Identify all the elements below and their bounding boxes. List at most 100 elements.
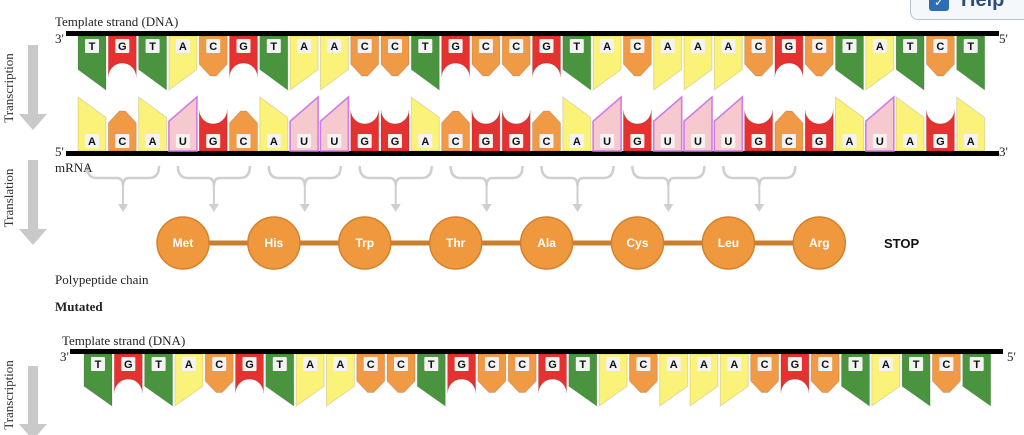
mrna-letter-tile bbox=[388, 134, 402, 148]
mutated-dna-base-letter: C bbox=[367, 359, 375, 371]
mrna-base-letter: A bbox=[846, 136, 854, 148]
mutated-template-strand-label: Template strand (DNA) bbox=[62, 333, 186, 348]
mutated-dna-letter-tile bbox=[333, 357, 348, 371]
mrna-base-letter: U bbox=[724, 136, 732, 148]
mutated-dna-letter-tile bbox=[545, 357, 560, 371]
mrna-base-letter: G bbox=[754, 136, 763, 148]
dna-letter-tile bbox=[569, 39, 584, 53]
amino-acid-Cys bbox=[610, 216, 665, 270]
dna-letter-tile bbox=[963, 39, 978, 53]
codon-arrow-head bbox=[572, 204, 583, 212]
mrna-base-letter: C bbox=[452, 136, 460, 148]
mrna-letter-tile bbox=[872, 134, 887, 148]
dna-letter-tile bbox=[660, 39, 675, 53]
mutated-dna-letter-tile bbox=[939, 357, 954, 371]
dna-letter-tile bbox=[418, 39, 433, 53]
mrna-letter-tile bbox=[85, 134, 99, 148]
mutated-dna-base-letter: A bbox=[306, 359, 314, 371]
mrna-letter-tile bbox=[539, 134, 554, 148]
mrna-letter-tile bbox=[660, 134, 675, 148]
dna-letter-tile bbox=[872, 39, 887, 53]
amino-acid-label: Leu bbox=[718, 236, 739, 250]
mrna-letter-tile bbox=[751, 134, 766, 148]
amino-acid-Met bbox=[156, 216, 210, 270]
mutated-dna-3-prime-end: 3' bbox=[60, 349, 69, 364]
mutated-dna-base-letter: C bbox=[639, 359, 647, 371]
dna-letter-tile bbox=[327, 39, 342, 53]
mrna-base-letter: G bbox=[633, 136, 642, 148]
mutated-dna-letter-tile bbox=[394, 357, 408, 371]
mrna-letter-tile bbox=[145, 134, 160, 148]
mrna-letter-tile bbox=[630, 134, 645, 148]
codon-brace bbox=[267, 165, 343, 187]
mutated-dna-letter-tile bbox=[242, 357, 257, 371]
mutated-dna-base-letter: A bbox=[609, 359, 617, 371]
dna-letter-tile bbox=[236, 39, 251, 53]
dna-5-prime-end: 5' bbox=[999, 31, 1008, 46]
mutated-dna-base-letter: A bbox=[730, 359, 738, 371]
mutated-dna-letter-tile bbox=[91, 357, 105, 371]
mutated-dna-base-letter: G bbox=[124, 359, 133, 371]
dna-base-letter: G bbox=[451, 41, 460, 53]
amino-acid-label: Arg bbox=[809, 236, 830, 250]
amino-acid-Thr bbox=[428, 216, 483, 270]
mrna-base-letter: U bbox=[330, 136, 338, 148]
codon-brace bbox=[85, 165, 161, 187]
mutated-dna-base-letter: C bbox=[821, 359, 829, 371]
mrna-letter-tile bbox=[266, 134, 281, 148]
codon-brace bbox=[176, 165, 252, 187]
dna-base-letter: A bbox=[694, 41, 702, 53]
mrna-base-letter: U bbox=[664, 136, 672, 148]
mrna-base-letter: A bbox=[967, 136, 975, 148]
mrna-letter-tile bbox=[721, 134, 736, 148]
dna-letter-tile bbox=[812, 39, 827, 53]
dna-base-letter: A bbox=[664, 41, 672, 53]
dna-letter-tile bbox=[85, 39, 99, 53]
transcription-label: Transcription bbox=[1, 53, 16, 123]
mrna-base-letter: U bbox=[876, 136, 884, 148]
help-button-label: Help bbox=[961, 0, 1005, 11]
mrna-letter-tile bbox=[418, 134, 433, 148]
mrna-letter-tile bbox=[448, 134, 463, 148]
dna-letter-tile bbox=[781, 39, 796, 53]
dna-base-letter: A bbox=[724, 41, 732, 53]
mutated-dna-letter-tile bbox=[151, 357, 166, 371]
translation-label: Translation bbox=[1, 168, 16, 227]
mutated-dna-letter-tile bbox=[636, 357, 651, 371]
mrna-base-letter: A bbox=[421, 136, 429, 148]
mutated-dna-base-letter: C bbox=[518, 359, 526, 371]
codon-arrow-head bbox=[390, 204, 401, 212]
mrna-base-letter: G bbox=[512, 136, 521, 148]
mutated-dna-letter-tile bbox=[515, 357, 530, 371]
mutated-dna-letter-tile bbox=[303, 357, 318, 371]
mrna-base-letter: C bbox=[785, 136, 793, 148]
mutated-dna-base-letter: G bbox=[457, 359, 466, 371]
mutated-dna-base-letter: C bbox=[397, 359, 405, 371]
dna-base-letter: C bbox=[815, 41, 823, 53]
mutated-dna-base-letter: A bbox=[882, 359, 890, 371]
mrna-3-prime-end: 3' bbox=[999, 144, 1008, 159]
dna-base-letter: T bbox=[270, 41, 277, 53]
stop-label: STOP bbox=[884, 236, 920, 251]
help-button[interactable]: ✓ Help bbox=[910, 0, 1024, 20]
amino-acid-Trp bbox=[338, 216, 392, 270]
dna-letter-tile bbox=[297, 39, 312, 53]
mrna-base-letter: C bbox=[118, 136, 126, 148]
mutated-dna-backbone bbox=[70, 349, 1003, 354]
mutated-dna-letter-tile bbox=[909, 357, 924, 371]
dna-base-letter: T bbox=[846, 41, 853, 53]
codon-arrow-head bbox=[118, 204, 128, 212]
dna-base-letter: C bbox=[482, 41, 490, 53]
check-icon: ✓ bbox=[929, 0, 949, 11]
translation-arrow-head bbox=[19, 229, 47, 245]
dna-letter-tile bbox=[388, 39, 402, 53]
mutated-dna-base-letter: T bbox=[428, 359, 435, 371]
dna-base-letter: A bbox=[603, 41, 611, 53]
codon-arrow-head bbox=[208, 204, 219, 212]
mrna-letter-tile bbox=[297, 134, 312, 148]
mrna-base-letter: C bbox=[240, 136, 248, 148]
mrna-letter-tile bbox=[327, 134, 342, 148]
dna-letter-tile bbox=[266, 39, 281, 53]
